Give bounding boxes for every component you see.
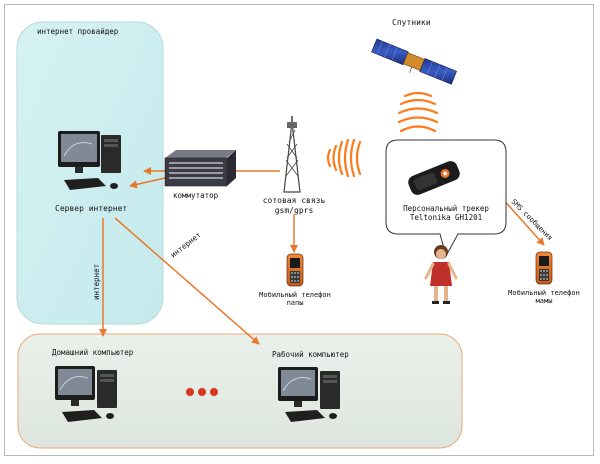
mom-phone-label: Мобильный телефон мамы bbox=[502, 289, 586, 306]
home-computer-icon bbox=[55, 366, 117, 422]
satellites-label: Спутники bbox=[392, 18, 431, 27]
satellite-signal-icon bbox=[397, 91, 439, 133]
tower-label: сотовая связь gsm/gprs bbox=[252, 196, 336, 215]
server-computer-icon bbox=[58, 131, 121, 190]
switch-label: коммутатор bbox=[173, 191, 219, 200]
provider-label: интернет провайдер bbox=[37, 27, 119, 36]
tracker-to-mom-phone-arrow bbox=[501, 197, 545, 246]
dad-phone-label: Мобильный телефон папы bbox=[254, 291, 336, 308]
mom-phone-label-line1: Мобильный телефон bbox=[508, 289, 580, 297]
dad-phone-label-line1: Мобильный телефон bbox=[259, 291, 331, 299]
server-label: Сервер интернет bbox=[55, 204, 128, 213]
tracker-label: Персональный трекер Teltonika GH1201 bbox=[392, 204, 500, 222]
tower-signal-icon bbox=[326, 138, 362, 178]
sms-label: SMS сообщения bbox=[510, 198, 554, 242]
home-pc-label: Домашний компьютер bbox=[52, 348, 134, 357]
work-computer-icon bbox=[278, 367, 340, 422]
cell-tower-icon bbox=[283, 116, 301, 193]
tower-label-line1: сотовая связь bbox=[262, 196, 326, 205]
work-pc-label: Рабочий компьютер bbox=[272, 350, 349, 359]
server-to-work-arrow bbox=[114, 217, 260, 345]
tracker-label-line2: Teltonika GH1201 bbox=[409, 213, 483, 222]
satellite-icon bbox=[371, 38, 457, 85]
office-zone bbox=[17, 333, 463, 449]
tracker-device-icon bbox=[408, 161, 460, 195]
switch-icon bbox=[164, 150, 236, 187]
tower-label-line2: gsm/gprs bbox=[274, 205, 314, 215]
switch-to-server-arrow bbox=[129, 177, 166, 189]
dad-phone-label-line2: папы bbox=[286, 299, 304, 308]
more-computers-dots bbox=[186, 388, 218, 396]
tracker-callout bbox=[385, 139, 507, 258]
internet-diagonal-label: интернет bbox=[169, 230, 203, 259]
mom-phone-label-line2: мамы bbox=[535, 297, 553, 306]
tracker-label-line1: Персональный трекер bbox=[403, 204, 489, 213]
dad-phone-icon bbox=[286, 253, 304, 287]
provider-zone bbox=[16, 21, 164, 325]
mom-phone-icon bbox=[535, 251, 553, 285]
internet-vertical-label: интернет bbox=[92, 264, 101, 300]
child-figure-icon bbox=[424, 245, 458, 304]
